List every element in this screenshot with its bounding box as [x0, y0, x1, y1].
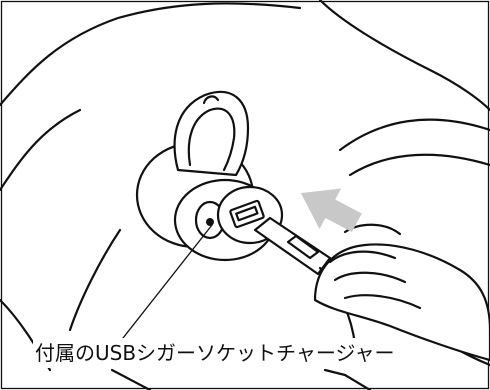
usb-plug-detail	[286, 234, 320, 260]
socket-lid-tab	[202, 95, 220, 105]
socket-lid	[173, 90, 250, 177]
dashboard-lower-panel	[68, 228, 122, 332]
dashboard-panel-right-curve	[318, 0, 490, 112]
finger-2	[333, 271, 407, 284]
dashboard-bottom-center-edge	[110, 368, 152, 390]
charger-indicator	[206, 218, 214, 226]
dashboard-bottom-right-edge	[323, 368, 372, 390]
usb-port-icon	[229, 199, 265, 229]
insertion-arrow-icon	[300, 188, 362, 233]
leader-line	[111, 224, 213, 353]
dashboard-inner-curve	[0, 108, 82, 192]
figure-caption: 付属のUSBシガーソケットチャージャー	[33, 338, 397, 368]
dashboard-right-console	[338, 118, 490, 152]
finger-1	[328, 250, 397, 264]
finger-3	[343, 294, 422, 310]
dashboard-panel-top-edge	[0, 2, 302, 107]
socket-lid-inner	[187, 107, 236, 172]
dashboard-right-console-inner	[348, 153, 490, 177]
